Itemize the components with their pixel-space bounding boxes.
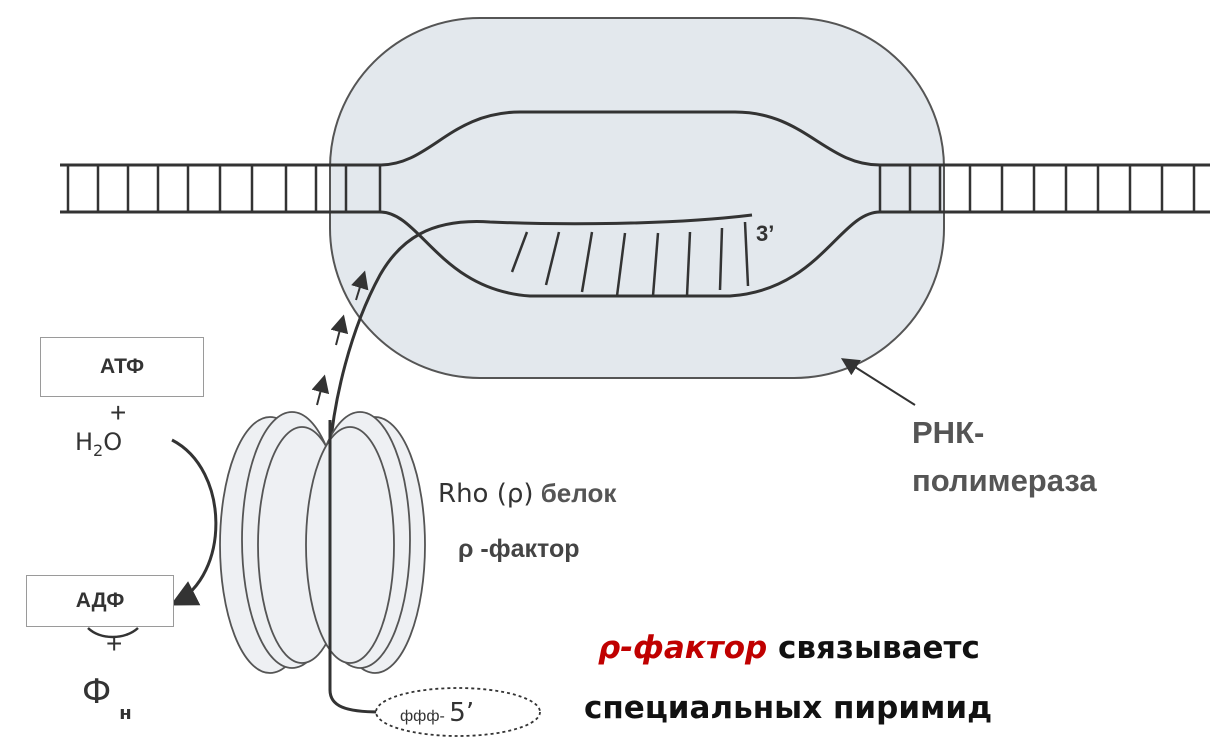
- caption-line-2: специальных пиримид: [584, 690, 992, 726]
- atp-box: АТФ: [40, 337, 204, 397]
- triphosphate-label: ффф-: [400, 708, 445, 725]
- rho-protein-prefix: Rho (ρ): [438, 479, 534, 509]
- phosphate-subscript: н: [119, 703, 131, 724]
- rho-factor-label: ρ -фактор: [458, 535, 579, 564]
- water-subscript: 2: [93, 441, 103, 460]
- phosphate-phi: Ф: [82, 672, 111, 712]
- caption-line-2-text: специальных пиримид: [584, 690, 992, 726]
- hydrolysis-arrow: [172, 440, 216, 603]
- rna-polymerase-body: [330, 18, 944, 378]
- rho-factor-hexamer: [220, 412, 425, 673]
- five-prime-number: 5’: [449, 698, 474, 728]
- five-prime-cap-label: ффф- 5’: [400, 698, 474, 728]
- caption-line-1: ρ-фактор связываетс: [598, 630, 980, 666]
- rna-polymerase-label-line2: полимераза: [912, 463, 1097, 499]
- water-o: O: [103, 428, 122, 456]
- adp-label: АДФ: [76, 589, 125, 613]
- water-h: H: [75, 428, 93, 456]
- adp-box: АДФ: [26, 575, 174, 627]
- caption-rho-factor: ρ-фактор: [598, 630, 767, 666]
- water-label: H2O: [75, 428, 122, 456]
- caption-line-1-rest: связываетс: [778, 630, 980, 666]
- rna-polymerase-label-line1: РНК-: [912, 415, 984, 451]
- three-prime-label: 3’: [756, 221, 774, 247]
- rnap-pointer-arrow: [844, 360, 915, 405]
- rho-protein-suffix: белок: [541, 478, 617, 508]
- plus-atp-water: +: [110, 397, 126, 429]
- atp-label: АТФ: [100, 355, 144, 379]
- phosphate-label: Фн: [82, 672, 132, 712]
- plus-adp-phosphate: +: [106, 628, 122, 660]
- rho-protein-label: Rho (ρ) белок: [438, 478, 616, 509]
